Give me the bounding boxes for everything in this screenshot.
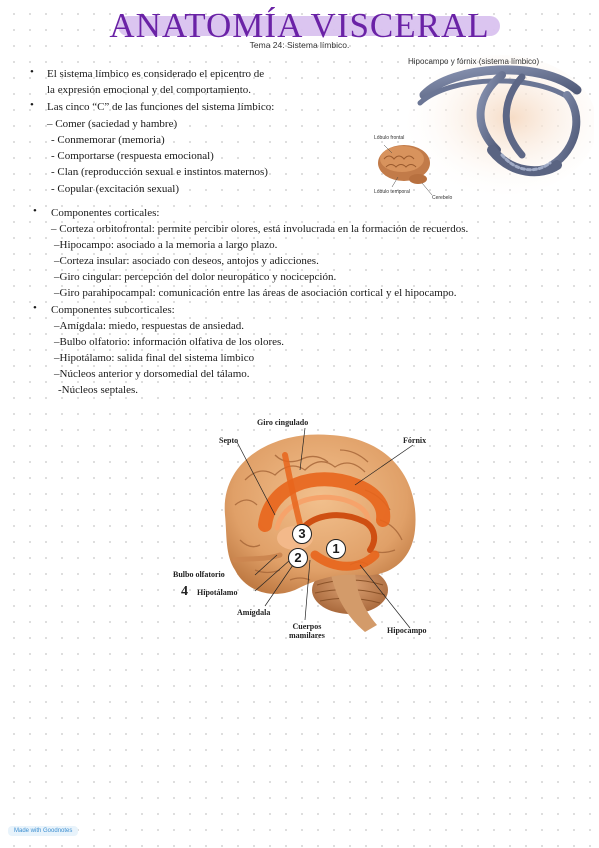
hippocampus-fornix-figure: Hipocampo y fórnix (sistema límbico) Lób… — [372, 55, 597, 205]
subcortical-item: -Núcleos septales. — [58, 384, 139, 396]
cortical-item: –Hipocampo: asociado a la memoria a larg… — [54, 239, 278, 251]
bullet-dot: • — [33, 205, 37, 217]
subcortical-item: –Núcleos anterior y dorsomedial del tála… — [54, 368, 250, 380]
label-fornix: Fórnix — [403, 436, 427, 445]
limbic-system-figure: Giro cingulado Septo Fórnix Bulbo olfato… — [165, 410, 455, 650]
label-temporal-lobe: Lóbulo temporal — [374, 189, 410, 195]
goodnotes-badge: Made with Goodnotes — [8, 826, 79, 836]
subcortical-item: –Amígdala: miedo, respuestas de ansiedad… — [54, 320, 245, 332]
label-septum: Septo — [219, 436, 239, 445]
cortical-item: –Giro parahipocampal: comunicación entre… — [54, 287, 457, 299]
bullet-dot: • — [30, 66, 34, 78]
title-highlight — [118, 16, 500, 36]
bullet-dot: • — [33, 302, 37, 314]
page-subtitle: Tema 24: Sistema límbico. — [249, 40, 350, 50]
cortical-item: – Corteza orbitofrontal: permite percibi… — [51, 223, 469, 235]
label-olfactory-bulb: Bulbo olfatorio — [173, 570, 225, 579]
number-marker-1: 1 — [326, 539, 346, 559]
five-c-item: - Conmemorar (memoria) — [51, 134, 165, 146]
subcortical-item: –Hipotálamo: salida final del sistema lí… — [54, 352, 255, 364]
hippocampus-fornix-illustration — [378, 55, 597, 196]
number-marker-2: 2 — [288, 548, 308, 568]
page-title: ANATOMÍA VISCERAL — [109, 6, 490, 45]
five-c-item: – Comer (saciedad y hambre) — [47, 118, 178, 130]
label-mammillary-line1: Cuerpos — [292, 622, 322, 631]
label-hypothalamus: Hipotálamo — [197, 588, 238, 597]
figure-caption: Hipocampo y fórnix (sistema límbico) — [408, 57, 540, 66]
intro-line-2: la expresión emocional y del comportamie… — [47, 84, 252, 96]
five-c-heading: Las cinco “C” de las funciones del siste… — [47, 101, 275, 113]
brain-sagittal-illustration — [224, 427, 416, 632]
cortical-item: –Giro cingular: percepción del dolor neu… — [54, 271, 337, 283]
five-c-item: - Clan (reproducción sexual e instintos … — [51, 166, 268, 178]
label-mammillary-line2: mamilares — [289, 631, 325, 640]
intro-line-1: El sistema límbico es considerado el epi… — [47, 68, 265, 80]
bullet-dot: • — [30, 99, 34, 111]
label-hippocampus: Hipocampo — [387, 626, 427, 635]
title-wrap: ANATOMÍA VISCERAL — [0, 6, 599, 46]
label-mammillary-bodies: Cuerpos mamilares — [289, 622, 325, 640]
label-cingulate-gyrus: Giro cingulado — [257, 418, 309, 427]
five-c-item: - Copular (excitación sexual) — [51, 183, 179, 195]
label-cerebellum: Cerebelo — [432, 195, 453, 201]
cortical-heading: Componentes corticales: — [51, 207, 160, 219]
label-frontal-lobe: Lóbulo frontal — [374, 135, 405, 141]
five-c-item: - Comportarse (respuesta emocional) — [51, 150, 214, 162]
subcortical-heading: Componentes subcorticales: — [51, 304, 175, 316]
cortical-item: –Corteza insular: asociado con deseos, a… — [54, 255, 319, 267]
label-amygdala: Amígdala — [237, 608, 271, 617]
label-hypothalamus-number: 4 — [181, 584, 188, 599]
subcortical-item: –Bulbo olfatorio: información olfativa d… — [54, 336, 285, 348]
number-marker-3: 3 — [292, 524, 312, 544]
